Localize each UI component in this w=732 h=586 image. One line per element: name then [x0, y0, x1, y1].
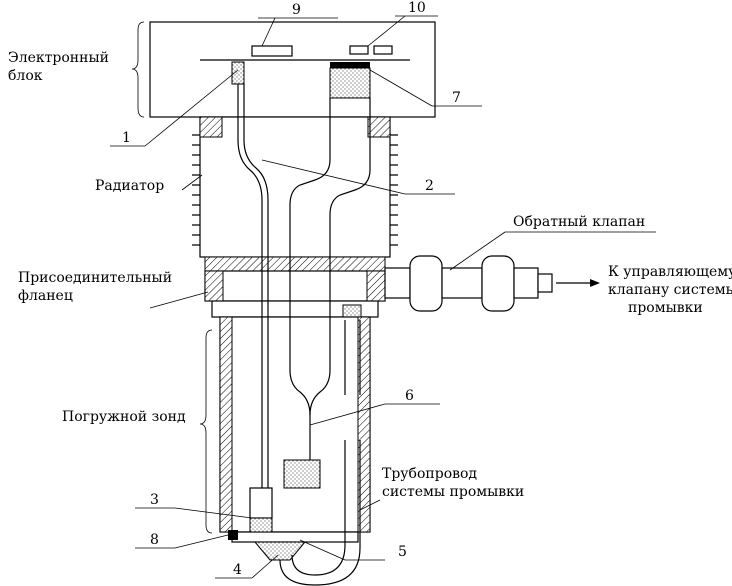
connecting-flange	[204, 256, 386, 320]
wire	[237, 84, 273, 533]
radiator	[192, 116, 398, 258]
flange-label-2: фланец	[18, 288, 73, 304]
electronic-unit-brace	[131, 21, 145, 118]
inner-tube	[283, 98, 371, 489]
to-valve-label-2: клапану системы	[608, 282, 732, 298]
check-valve-label: Обратный клапан	[513, 214, 645, 230]
electronic-unit-label-2: блок	[8, 68, 43, 84]
ref-4: 4	[233, 562, 242, 578]
radiator-fins-right	[390, 134, 398, 246]
probe-label: Погружной зонд	[62, 409, 186, 425]
ref-6: 6	[405, 388, 414, 404]
leader-lines	[110, 15, 656, 579]
immersion-probe	[219, 316, 371, 561]
ref-9: 9	[292, 2, 301, 18]
ref-2: 2	[425, 178, 434, 194]
ref-10: 10	[408, 0, 426, 16]
ref-8: 8	[150, 532, 159, 548]
check-valve	[384, 255, 600, 312]
radiator-fins-left	[192, 134, 200, 246]
pipeline-label-2: системы промывки	[382, 484, 524, 500]
ref-5: 5	[398, 544, 407, 560]
to-valve-label-1: К управляющему	[608, 264, 732, 280]
probe-brace	[199, 329, 213, 534]
ref-1: 1	[122, 130, 131, 146]
flange-label-1: Присоединительный	[18, 270, 172, 286]
to-valve-label-3: промывки	[628, 300, 703, 316]
pipeline-label-1: Трубопровод	[382, 466, 477, 482]
ref-3: 3	[150, 492, 159, 508]
radiator-label: Радиатор	[95, 178, 164, 194]
electronic-unit-label-1: Электронный	[8, 50, 109, 66]
ref-7: 7	[452, 90, 461, 106]
electronic-unit	[149, 21, 436, 118]
